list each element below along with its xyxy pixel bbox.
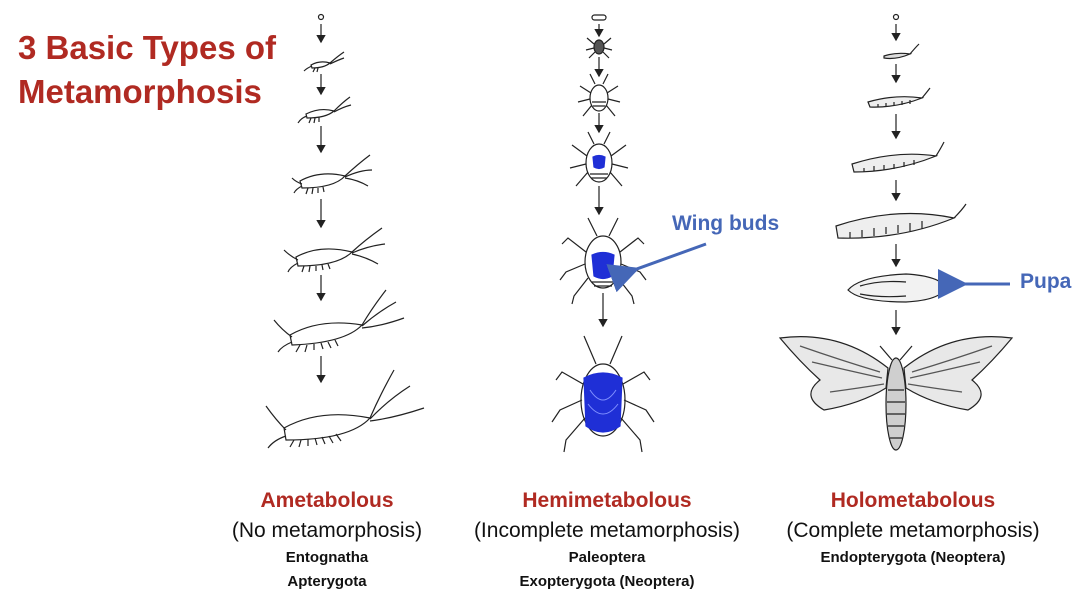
holometabolous-sequence [778, 13, 1014, 451]
bug-nymph-3-icon [569, 131, 629, 187]
egg-icon [317, 13, 325, 21]
type-name: Ametabolous [260, 489, 394, 512]
silverfish-nymph-4-icon [283, 227, 386, 273]
taxon-group: Paleoptera [568, 549, 646, 566]
pupa-label: Pupa [1020, 270, 1072, 293]
ametabolous-sequence [265, 13, 425, 449]
taxon-group: Exopterygota (Neoptera) [519, 573, 695, 590]
pupa-icon [847, 273, 947, 303]
page-title: 3 Basic Types of Metamorphosis [18, 26, 276, 114]
type-name: Hemimetabolous [522, 489, 692, 512]
bug-nymph-1-icon [585, 37, 613, 59]
bug-adult-icon [551, 335, 655, 453]
hemimetabolous-caption: Hemimetabolous (Incomplete metamorphosis… [452, 486, 762, 594]
type-description: (No metamorphosis) [231, 519, 423, 542]
larva-3-icon [851, 141, 945, 173]
ametabolous-caption: Ametabolous (No metamorphosis) Entognath… [212, 486, 442, 594]
type-name: Holometabolous [830, 489, 996, 512]
type-description: (Incomplete metamorphosis) [473, 519, 741, 542]
hemimetabolous-sequence [551, 14, 655, 453]
bug-nymph-2-icon [577, 73, 621, 117]
silverfish-adult-1-icon [273, 289, 405, 353]
taxon-group: Endopterygota (Neoptera) [820, 549, 1006, 566]
silverfish-adult-2-icon [265, 369, 425, 449]
silverfish-nymph-1-icon [303, 51, 345, 73]
taxon-group: Entognatha [285, 549, 369, 566]
silverfish-nymph-3-icon [291, 154, 373, 195]
wing-buds-arrow [606, 242, 707, 293]
title-line-1: 3 Basic Types of [18, 29, 276, 66]
title-line-2: Metamorphosis [18, 73, 262, 110]
silverfish-nymph-2-icon [297, 96, 352, 124]
holometabolous-caption: Holometabolous (Complete metamorphosis) … [766, 486, 1060, 570]
wing-buds-label: Wing buds [672, 212, 780, 235]
egg-icon [892, 13, 900, 21]
wing-bud-icon [591, 251, 615, 280]
larva-1-icon [883, 43, 920, 60]
egg-icon [591, 14, 607, 21]
type-description: (Complete metamorphosis) [786, 519, 1040, 542]
bug-nymph-4-icon [559, 217, 647, 305]
larva-4-icon [835, 203, 967, 239]
larva-2-icon [867, 87, 931, 108]
taxon-group: Apterygota [287, 573, 367, 590]
wing-icon [583, 372, 623, 433]
wing-bud-icon [592, 154, 606, 170]
moth-adult-icon [778, 336, 1014, 451]
